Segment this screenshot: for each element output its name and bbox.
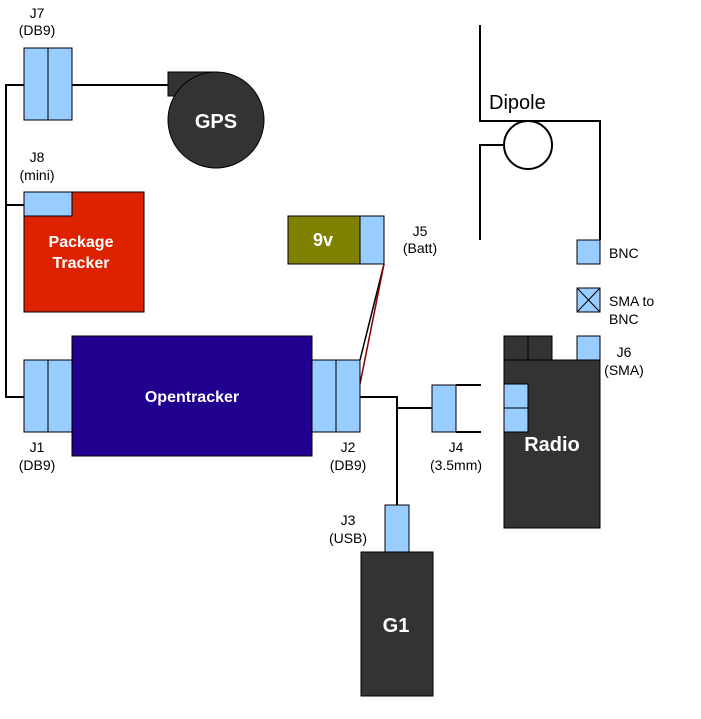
j3-type-label: (USB): [329, 530, 367, 546]
j4-id-label: J4: [449, 439, 464, 455]
j3-id-label: J3: [341, 512, 356, 528]
sma-to-bnc-label-line1: SMA to: [609, 293, 654, 309]
j8-id-label: J8: [30, 149, 45, 165]
radio-knob-right: [527, 335, 553, 361]
j1-id-label: J1: [30, 439, 45, 455]
wire-battery-positive: [359, 263, 385, 385]
battery-9v[interactable]: [287, 215, 361, 265]
connector-j4[interactable]: [431, 384, 457, 433]
g1-phone-device[interactable]: [360, 551, 434, 697]
connector-j5[interactable]: [359, 215, 385, 265]
radio-knob-left: [503, 335, 529, 361]
wire-j2-j3: [360, 396, 398, 505]
sma-to-bnc-label-line2: BNC: [609, 311, 639, 327]
sma-to-bnc-adapter-icon[interactable]: [576, 287, 601, 313]
battery-label: 9v: [313, 230, 333, 250]
j2-id-label: J2: [341, 439, 356, 455]
connector-bnc[interactable]: [576, 239, 601, 265]
connector-j3[interactable]: [384, 504, 410, 553]
j5-type-label: (Batt): [403, 240, 437, 256]
connector-j6[interactable]: [576, 335, 601, 361]
radio-audio-jack[interactable]: [503, 383, 529, 433]
dipole-upper-element: [479, 25, 601, 240]
dipole-lower-element: [479, 144, 504, 240]
j7-type-label: (DB9): [19, 22, 56, 38]
j1-type-label: (DB9): [19, 457, 56, 473]
package-tracker-label-line2: Tracker: [53, 255, 110, 272]
j5-id-label: J5: [413, 223, 428, 239]
j2-type-label: (DB9): [330, 457, 367, 473]
dipole-balun-icon: [503, 120, 553, 170]
dipole-label: Dipole: [489, 92, 546, 114]
j6-type-label: (SMA): [604, 362, 644, 378]
connector-j7[interactable]: [23, 47, 73, 121]
wire-j7-j1-bus: [5, 84, 24, 398]
bnc-label: BNC: [609, 245, 639, 261]
connector-j8[interactable]: [23, 191, 73, 217]
gps-label: GPS: [195, 111, 237, 133]
radio-label: Radio: [524, 434, 580, 456]
wire-battery-negative: [359, 263, 385, 361]
gps-device[interactable]: [167, 71, 265, 169]
connector-j2[interactable]: [311, 359, 361, 433]
package-tracker-device[interactable]: [23, 191, 145, 313]
j7-id-label: J7: [30, 5, 45, 21]
opentracker-label: Opentracker: [145, 389, 239, 406]
j4-type-label: (3.5mm): [430, 457, 482, 473]
gps-body: [167, 71, 265, 169]
j6-id-label: J6: [617, 344, 632, 360]
wires: [5, 25, 601, 505]
g1-label: G1: [383, 615, 410, 637]
package-tracker-label-line1: Package: [49, 234, 114, 251]
connector-j1[interactable]: [23, 359, 73, 433]
j8-type-label: (mini): [20, 167, 55, 183]
